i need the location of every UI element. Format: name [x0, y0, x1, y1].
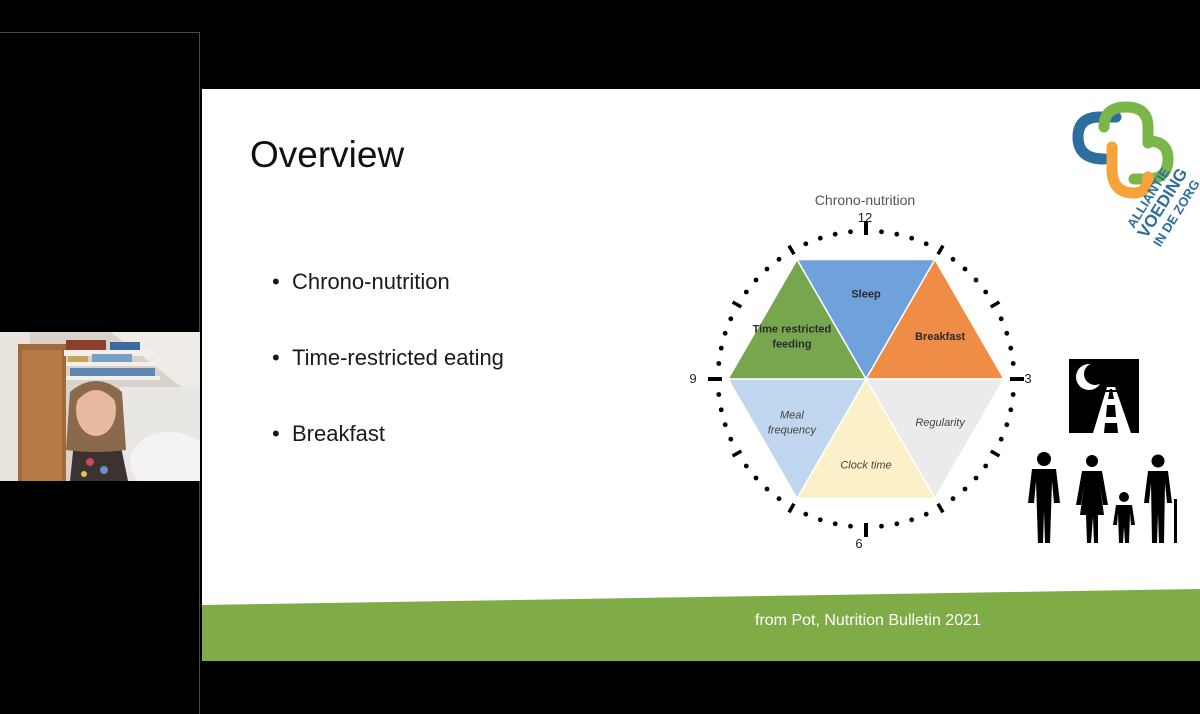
- clock-minute-dot: [848, 229, 853, 235]
- clock-minute-dot: [923, 511, 929, 517]
- clock-minute-dot: [950, 496, 956, 502]
- slide-citation: from Pot, Nutrition Bulletin 2021: [755, 612, 981, 629]
- clock-minute-dot: [803, 241, 809, 247]
- clock-slice-time-restricted-feeding: [726, 258, 868, 380]
- clock-label-6: 6: [855, 536, 862, 551]
- clock-slices: [726, 258, 1006, 500]
- clock-minute-dot: [718, 345, 724, 351]
- clock-minute-dot: [998, 316, 1004, 322]
- slide-title: Overview: [250, 134, 405, 175]
- clock-minute-dot: [909, 517, 915, 523]
- clock-minute-dot: [764, 266, 770, 272]
- webcam-image: [0, 332, 200, 481]
- clock-minute-dot: [894, 521, 900, 527]
- clock-minute-dot: [722, 330, 728, 336]
- chart-title: Chrono-nutrition: [815, 192, 915, 208]
- clock-minute-dot: [879, 229, 884, 235]
- clock-minute-dot: [803, 511, 809, 517]
- clock-minute-dot: [832, 521, 838, 527]
- clock-ticks: [708, 221, 1024, 537]
- clock-minute-dot: [817, 235, 823, 241]
- clock-slice-label: Breakfast: [915, 331, 965, 343]
- clock-slice-label: Regularity: [915, 417, 966, 429]
- clock-hour-tick: [787, 502, 796, 514]
- clock-minute-dot: [753, 475, 759, 481]
- clock-minute-dot: [973, 277, 979, 283]
- clock-minute-dot: [1010, 392, 1016, 397]
- bullet-list: Chrono-nutrition Time-restricted eating …: [272, 269, 504, 497]
- clock-minute-dot: [973, 475, 979, 481]
- clock-minute-dot: [983, 463, 989, 469]
- clock-minute-dot: [1004, 330, 1010, 336]
- participant-panel: [0, 32, 200, 714]
- clock-minute-dot: [728, 316, 734, 322]
- clock-minute-dot: [716, 392, 722, 397]
- clock-slice-label: Clock time: [840, 460, 891, 472]
- clock-label-12: 12: [858, 210, 872, 225]
- bullet-item: Breakfast: [272, 421, 504, 497]
- presentation-slide: Overview Chrono-nutrition Time-restricte…: [202, 89, 1200, 661]
- clock-minute-dot: [1008, 345, 1014, 351]
- clock-hour-tick: [989, 300, 1001, 309]
- family-icon: [1028, 452, 1177, 543]
- clock-minute-dot: [1008, 407, 1014, 413]
- clock-minute-dot: [728, 436, 734, 442]
- clock-minute-dot: [832, 231, 838, 237]
- clock-minute-dot: [998, 436, 1004, 442]
- clock-hour-tick: [787, 244, 796, 256]
- clock-minute-dot: [962, 486, 968, 492]
- clock-minute-dot: [1010, 361, 1016, 366]
- clock-minute-dot: [764, 486, 770, 492]
- clock-minute-dot: [718, 407, 724, 413]
- alliantie-logo: ALLIANTIE VOEDING IN DE ZORG: [1072, 101, 1200, 247]
- clock-hour-tick: [936, 502, 945, 514]
- clock-minute-dot: [848, 523, 853, 529]
- clock-minute-dot: [716, 361, 722, 366]
- clock-minute-dot: [962, 266, 968, 272]
- clock-label-3: 3: [1024, 371, 1031, 386]
- clock-minute-dot: [776, 256, 782, 262]
- clock-minute-dot: [743, 289, 749, 295]
- clock-minute-dot: [776, 496, 782, 502]
- participant-video[interactable]: [0, 332, 200, 481]
- bullet-item: Time-restricted eating: [272, 345, 504, 421]
- clock-minute-dot: [983, 289, 989, 295]
- clock-minute-dot: [950, 256, 956, 262]
- clock-minute-dot: [923, 241, 929, 247]
- clock-slice-label: Sleep: [851, 288, 881, 300]
- clock-minute-dot: [753, 277, 759, 283]
- footer-bar: [202, 589, 1200, 661]
- clock-hour-tick: [989, 449, 1001, 458]
- clock-label-9: 9: [689, 371, 696, 386]
- clock-hour-tick: [731, 300, 743, 309]
- clock-minute-dot: [722, 422, 728, 428]
- clock-minute-dot: [1004, 422, 1010, 428]
- clock-minute-dot: [743, 463, 749, 469]
- chrono-nutrition-chart: Chrono-nutrition SleepBreakfastRegularit…: [689, 192, 1031, 551]
- clock-minute-dot: [817, 517, 823, 523]
- clock-hour-tick: [936, 244, 945, 256]
- clock-minute-dot: [879, 523, 884, 529]
- clock-minute-dot: [909, 235, 915, 241]
- clock-minute-dot: [894, 231, 900, 237]
- moon-road-icon: [1069, 359, 1139, 433]
- clock-hour-tick: [731, 449, 743, 458]
- bullet-item: Chrono-nutrition: [272, 269, 504, 345]
